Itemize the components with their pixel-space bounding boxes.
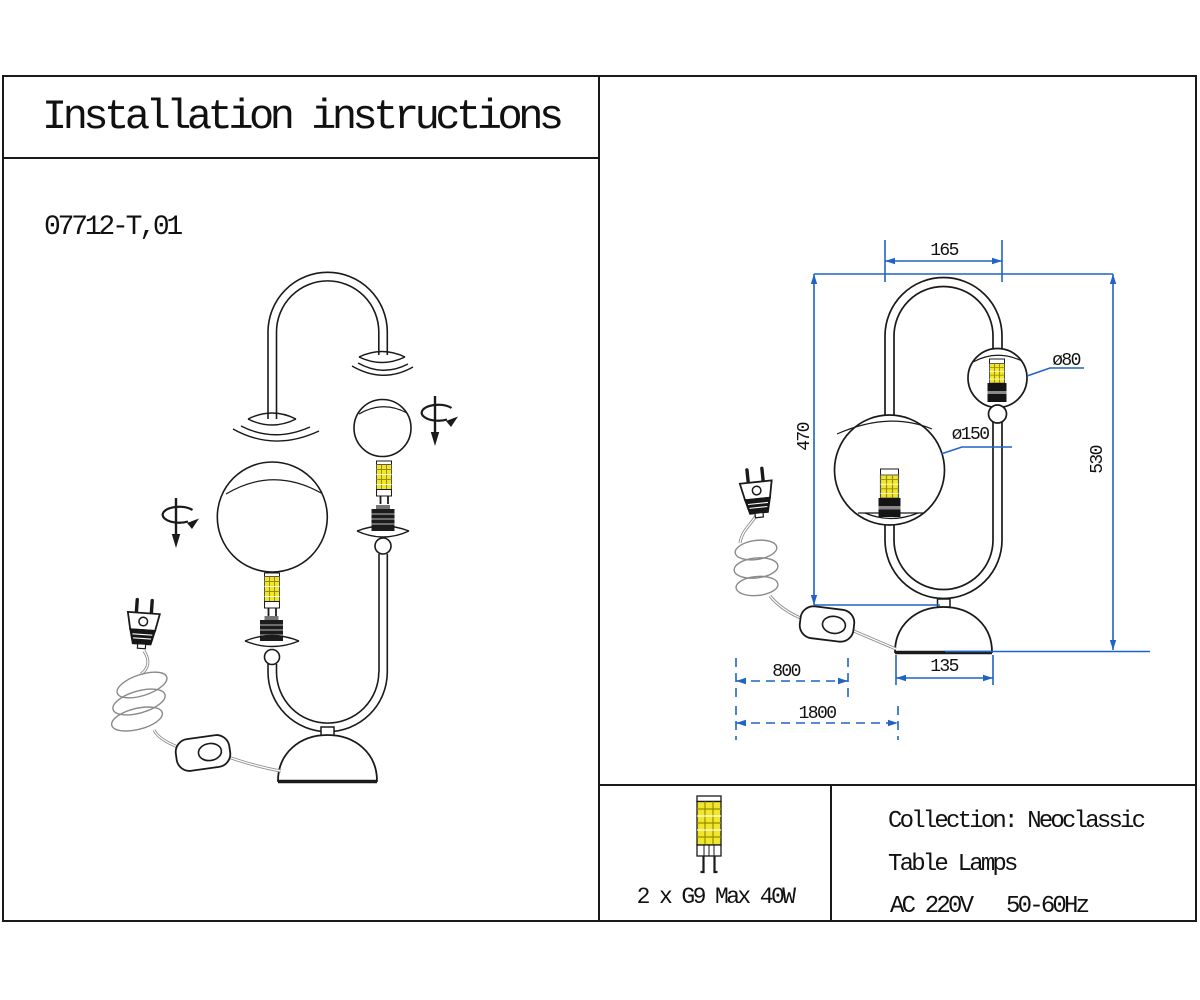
model-number: 07712-T,01 [44,212,183,243]
inline-switch-icon [173,732,233,774]
dim-arch-width: 165 [930,241,959,261]
g9-led-bulb-icon [696,795,722,874]
lamp-lower-tube [267,554,389,733]
bulb-spec-text: 2 x G9 Max 40W [636,884,796,910]
dimension-drawing [733,276,1028,655]
rotate-arrow-icon [420,394,460,448]
inline-switch-icon [797,603,857,645]
socket-icon [356,505,410,555]
power-plug-icon [736,465,778,521]
dim-small-globe: ø80 [1052,351,1081,371]
spec-box-divider [830,784,832,922]
socket-icon [244,616,300,666]
dim-cord-800: 800 [772,662,801,682]
small-globe [353,398,412,458]
shade-cup-right [351,350,414,376]
lamp-arch [267,271,389,419]
frame-left [2,75,4,922]
leader-d80 [1026,367,1084,377]
collection-text: Collection: Neoclassic [888,808,1146,835]
panel-divider [598,75,600,922]
large-globe [833,414,946,526]
dim-base-width: 135 [930,657,959,677]
power-text: AC 220V 50-60Hz [890,893,1090,920]
cord-coil [733,539,779,597]
dimension-arrowheads [736,257,1117,727]
frame-right [1195,75,1197,922]
dimension-lines [735,240,1150,740]
category-text: Table Lamps [888,851,1018,878]
g9-bulb-icon [263,572,281,616]
lamp-base [277,726,378,784]
power-plug-icon [123,597,163,652]
small-globe [967,347,1028,424]
exploded-lamp-diagram [110,271,460,784]
dim-cord-1800: 1800 [798,704,837,724]
title-box-bottom [2,157,600,159]
lamp-ring [884,276,1003,600]
dim-large-globe: ø150 [951,425,990,445]
power-cord [140,650,282,773]
rotate-arrow-icon [161,496,201,550]
large-globe [216,461,329,573]
cord-coil [110,671,168,732]
lamp-base [894,598,993,655]
page-title: Installation instructions [42,92,564,141]
shade-cup-left [232,412,320,442]
leader-d150 [940,446,1012,455]
g9-bulb-icon [375,460,393,504]
spec-box-top [598,784,1197,786]
